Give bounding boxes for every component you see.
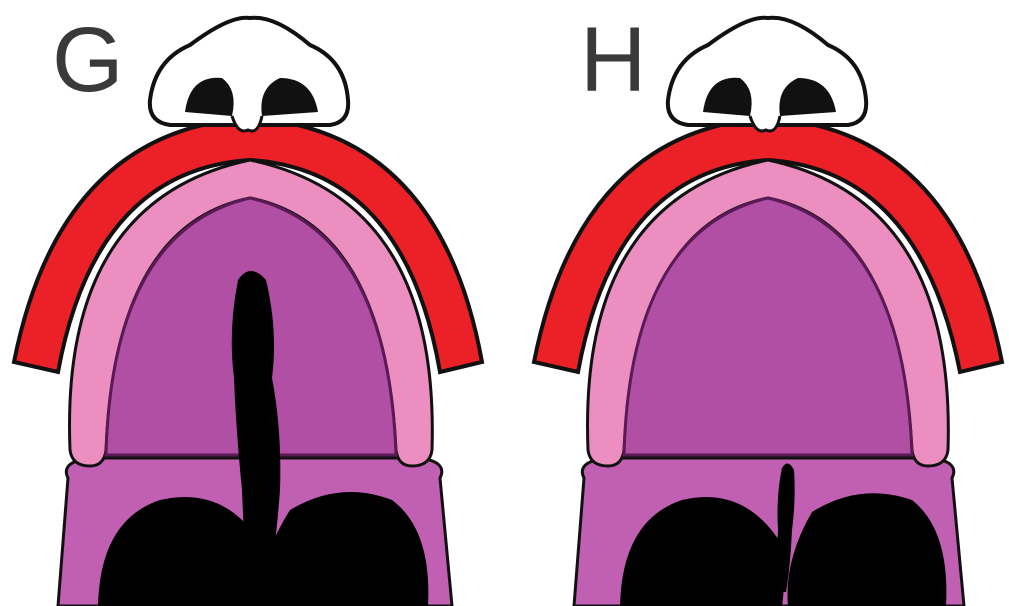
- panel-g: G: [0, 0, 505, 606]
- panel-h: H: [520, 0, 1009, 606]
- nose-outline: [150, 18, 348, 125]
- nose-outline: [668, 18, 866, 125]
- panel-label-h: H: [580, 14, 646, 106]
- panel-label-g: G: [52, 14, 124, 106]
